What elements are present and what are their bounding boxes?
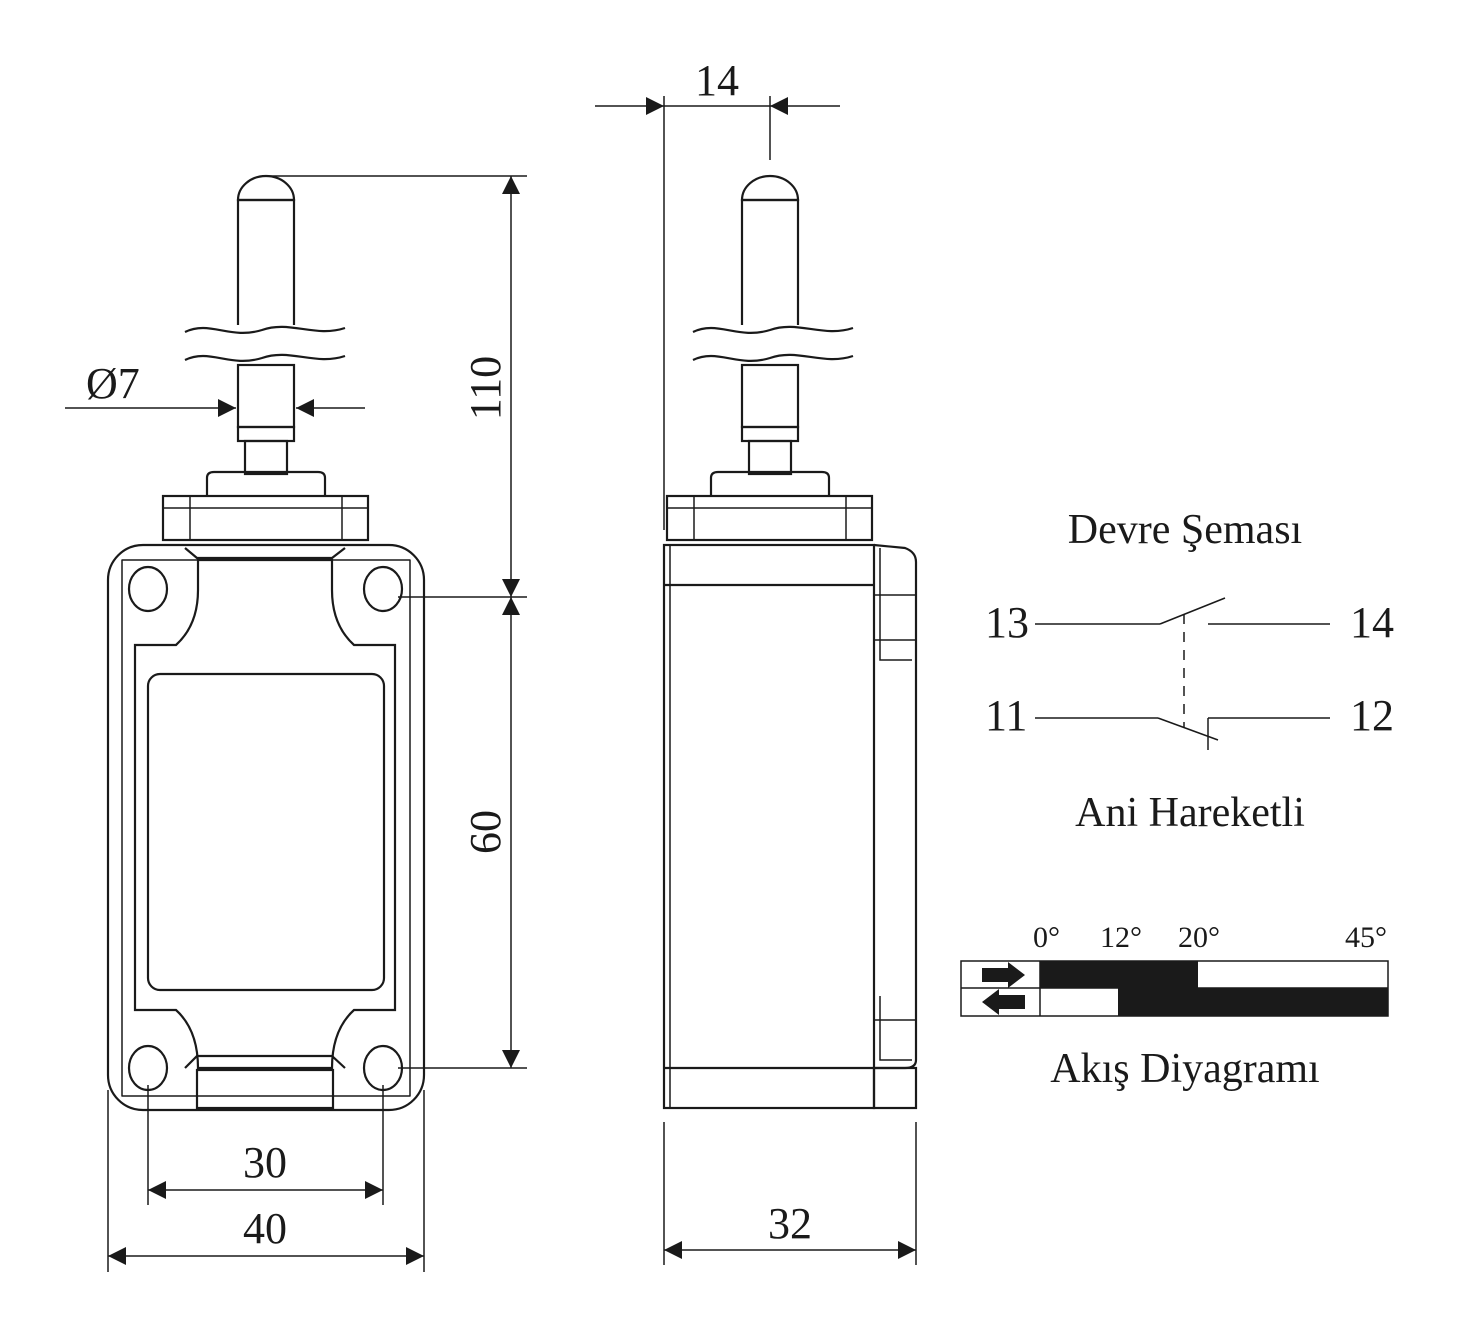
nc-contact-blade xyxy=(1157,717,1219,741)
dim-30-label: 30 xyxy=(243,1138,287,1187)
front-hole-bl xyxy=(127,1044,169,1092)
front-collar xyxy=(236,425,296,443)
angle-45: 45° xyxy=(1345,921,1387,954)
front-spring-lower xyxy=(236,363,296,429)
front-dimensions: Ø7 110 60 30 40 xyxy=(65,175,527,1272)
front-body-outline xyxy=(106,543,426,1112)
side-body xyxy=(662,543,876,1110)
terminal-13: 13 xyxy=(985,598,1029,647)
flow-title: Akış Diyagramı xyxy=(1050,1046,1319,1092)
angle-20: 20° xyxy=(1178,921,1220,954)
front-stem xyxy=(243,439,289,476)
side-cover-detail xyxy=(879,548,912,1061)
angle-12: 12° xyxy=(1100,921,1142,954)
dim-60-label: 60 xyxy=(461,810,510,854)
front-ball-tip xyxy=(236,174,296,202)
front-top-recess xyxy=(184,547,346,560)
side-stem xyxy=(747,439,793,476)
dim-diameter-label: Ø7 xyxy=(86,359,140,408)
side-break-line-1 xyxy=(692,325,854,334)
front-body-inner xyxy=(121,559,411,1097)
terminal-11: 11 xyxy=(985,691,1027,740)
flow-bar-return xyxy=(1118,988,1388,1016)
circuit-diagram: Devre Şeması 13 14 11 12 Ani Hareketli xyxy=(985,507,1394,836)
front-spring-upper xyxy=(236,198,296,334)
side-spring-upper xyxy=(740,198,800,334)
flow-diagram: 0° 12° 20° 45° Akış Diyagramı xyxy=(960,921,1389,1092)
side-foot xyxy=(872,1066,918,1110)
dim-14-label: 14 xyxy=(695,56,739,105)
front-bottom-recess xyxy=(184,1054,346,1069)
side-collar xyxy=(740,425,800,443)
side-ball-tip xyxy=(740,174,800,202)
front-hole-tl xyxy=(127,565,169,613)
front-panel-frame xyxy=(133,558,397,1070)
dim-110-label: 110 xyxy=(461,356,510,420)
forward-arrow-icon xyxy=(982,962,1025,988)
front-hole-tr xyxy=(362,565,404,613)
front-head-block xyxy=(161,494,370,542)
terminal-12: 12 xyxy=(1350,691,1394,740)
terminal-14: 14 xyxy=(1350,598,1394,647)
return-arrow-icon xyxy=(982,989,1025,1015)
front-head-cap xyxy=(205,470,327,496)
front-hole-br xyxy=(362,1044,404,1092)
dim-40-label: 40 xyxy=(243,1204,287,1253)
side-view xyxy=(662,174,918,1110)
side-head-cap xyxy=(709,470,831,496)
side-break-line-2 xyxy=(692,353,854,362)
no-contact-blade xyxy=(1159,597,1226,625)
circuit-title: Devre Şeması xyxy=(1068,507,1302,553)
dim-32-label: 32 xyxy=(768,1199,812,1248)
side-spring-lower xyxy=(740,363,800,429)
side-head-block xyxy=(665,494,874,542)
front-label-window xyxy=(146,672,386,992)
front-bottom-slot xyxy=(195,1068,335,1110)
circuit-caption: Ani Hareketli xyxy=(1075,790,1305,836)
front-break-line-1 xyxy=(184,325,346,334)
flow-bar-forward xyxy=(1040,961,1198,988)
side-dimensions: 14 32 xyxy=(595,56,917,1265)
front-break-line-2 xyxy=(184,353,346,362)
front-view xyxy=(106,174,426,1112)
angle-0: 0° xyxy=(1033,921,1060,954)
